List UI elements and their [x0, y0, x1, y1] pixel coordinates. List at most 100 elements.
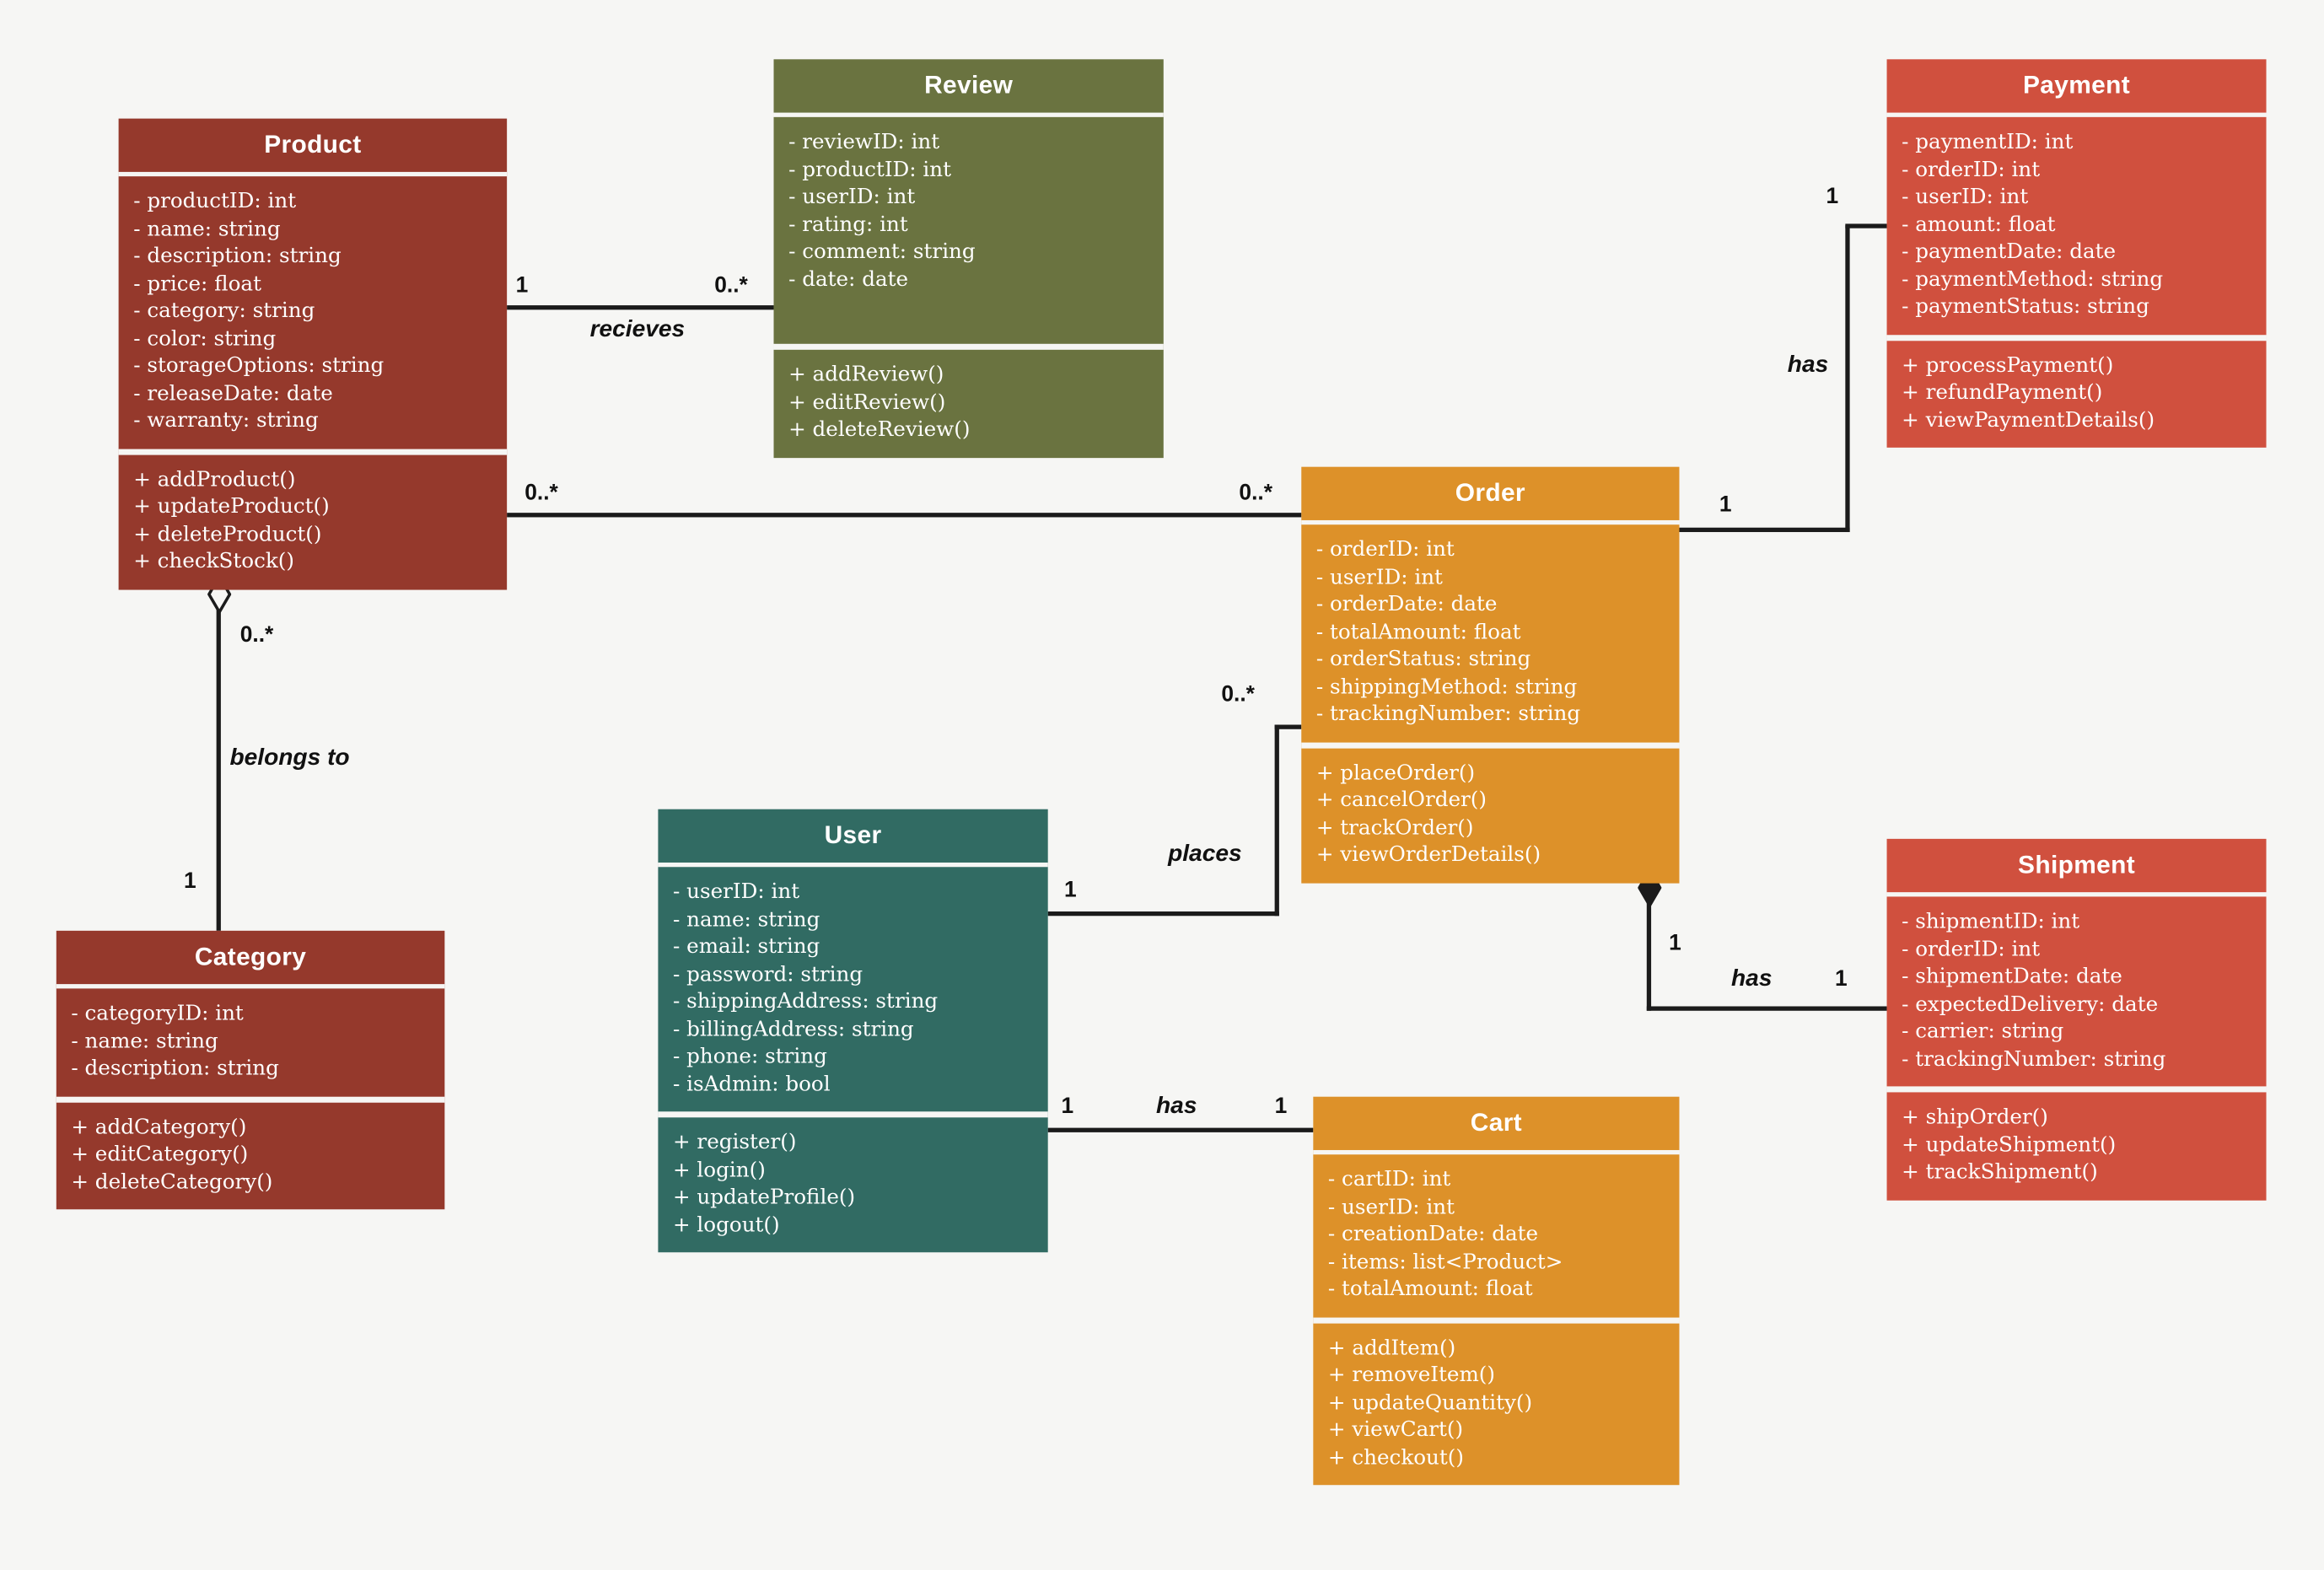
relationship-line-order-payment-segment-1 — [1679, 527, 1850, 533]
attribute: - cartID: int — [1327, 1168, 1451, 1192]
relationship-line-order-payment-segment-3 — [1845, 223, 1887, 229]
relationship-label-belongs-to: belongs to — [229, 745, 350, 772]
method: + updateShipment() — [1902, 1132, 2117, 1157]
method: + checkout() — [1327, 1445, 1465, 1470]
class-shipment-attributes: - shipmentID: int- orderID: int- shipmen… — [1886, 896, 2267, 1093]
attribute: - name: string — [133, 217, 281, 241]
method: + editReview() — [788, 390, 946, 415]
class-user-title: User — [658, 809, 1048, 868]
method: + deleteProduct() — [133, 522, 322, 546]
multiplicity-product-category-near-category: 1 — [183, 868, 196, 894]
class-category-title: Category — [56, 931, 445, 989]
class-review-title: Review — [773, 59, 1164, 117]
multiplicity-user-cart-near-user: 1 — [1061, 1094, 1074, 1120]
attribute: - totalAmount: float — [1327, 1277, 1533, 1302]
method: + updateQuantity() — [1327, 1390, 1533, 1415]
class-review-attributes: - reviewID: int- productID: int- userID:… — [773, 117, 1164, 350]
multiplicity-order-shipment-near-order: 1 — [1669, 930, 1681, 956]
class-order-title: Order — [1301, 467, 1680, 525]
class-shipment-title: Shipment — [1886, 839, 2267, 897]
method: + updateProfile() — [672, 1186, 856, 1210]
multiplicity-product-order-near-product: 0..* — [525, 480, 558, 506]
attribute: - email: string — [672, 935, 820, 960]
method: + shipOrder() — [1902, 1105, 2048, 1130]
attribute: - amount: float — [1902, 212, 2056, 237]
relationship-label-user-cart-has: has — [1156, 1094, 1197, 1120]
relationship-line-order-shipment-segment-1 — [1646, 901, 1652, 1011]
method: + trackShipment() — [1902, 1160, 2098, 1185]
attribute: - paymentStatus: string — [1902, 294, 2149, 319]
method: + addCategory() — [71, 1115, 247, 1139]
attribute: - name: string — [71, 1029, 218, 1053]
attribute: - password: string — [672, 962, 863, 987]
attribute: - orderID: int — [1902, 158, 2041, 182]
method: + deleteCategory() — [71, 1169, 273, 1194]
class-payment: Payment - paymentID: int - orderID: int - … — [1886, 59, 2267, 448]
attribute: - orderStatus: string — [1315, 648, 1531, 672]
attribute: - totalAmount: float — [1315, 620, 1521, 644]
class-cart-title: Cart — [1313, 1097, 1680, 1155]
attribute: - comment: string — [788, 239, 976, 264]
attribute: - color: string — [133, 326, 277, 351]
multiplicity-user-cart-near-cart: 1 — [1274, 1094, 1288, 1120]
relationship-label-order-payment-has: has — [1787, 352, 1829, 379]
relationship-line-user-order-segment-2 — [1274, 724, 1279, 917]
attribute: - billingAddress: string — [672, 1017, 914, 1041]
relationship-label-recieves: recieves — [589, 317, 686, 343]
class-review: Review - reviewID: int - productID: int - … — [773, 59, 1164, 458]
attribute: - productID: int — [133, 189, 297, 214]
class-payment-title: Payment — [1886, 59, 2267, 117]
attribute: - items: list<Product> — [1327, 1250, 1563, 1274]
multiplicity-product-order-near-order: 0..* — [1239, 480, 1273, 506]
relationship-line-product-review — [507, 305, 774, 310]
method: + addProduct() — [133, 467, 296, 492]
attribute: - userID: int — [1327, 1195, 1455, 1219]
relationship-line-order-shipment-segment-2 — [1646, 1006, 1887, 1011]
attribute: - name: string — [672, 907, 820, 932]
method: + login() — [672, 1158, 766, 1182]
attribute: - creationDate: date — [1327, 1223, 1539, 1247]
attribute: - paymentMethod: string — [1902, 267, 2164, 292]
attribute: - releaseDate: date — [133, 381, 333, 406]
attribute: - orderID: int — [1315, 538, 1455, 562]
method: + trackOrder() — [1315, 815, 1474, 840]
attribute: - reviewID: int — [788, 130, 940, 154]
multiplicity-user-order-near-order: 0..* — [1221, 681, 1255, 707]
class-user-attributes: - userID: int- name: string - email: stri… — [658, 867, 1048, 1118]
attribute: - carrier: string — [1902, 1019, 2064, 1044]
attribute: - description: string — [71, 1057, 279, 1081]
multiplicity-product-review-near-product: 1 — [515, 272, 529, 298]
relationship-line-order-payment-segment-2 — [1845, 225, 1850, 533]
attribute: - date: date — [788, 267, 909, 292]
attribute: - orderID: int — [1902, 937, 2041, 961]
method: + checkStock() — [133, 550, 294, 574]
multiplicity-user-order-near-user: 1 — [1064, 877, 1077, 903]
attribute: - description: string — [133, 245, 342, 269]
attribute: - warranty: string — [133, 409, 319, 433]
method: + refundPayment() — [1902, 380, 2103, 405]
relationship-line-user-order-segment-3 — [1274, 724, 1302, 729]
attribute: - paymentDate: date — [1902, 239, 2117, 264]
attribute: - paymentID: int — [1902, 130, 2074, 154]
attribute: - phone: string — [672, 1045, 827, 1069]
class-product-attributes: - productID: int - name: string - descript… — [118, 176, 508, 454]
attribute: - category: string — [133, 299, 315, 324]
multiplicity-order-shipment-near-shipment: 1 — [1835, 966, 1848, 992]
method: + viewOrderDetails() — [1315, 843, 1541, 868]
class-user-methods: + register()+ login()+ updateProfile()+ … — [658, 1117, 1047, 1252]
multiplicity-product-review-near-review: 0..* — [714, 272, 748, 298]
method: + updateProduct() — [133, 495, 330, 519]
attribute: - productID: int — [788, 158, 952, 182]
class-cart-attributes: - cartID: int - userID: int - creationDate… — [1313, 1154, 1680, 1323]
class-order-attributes: - orderID: int- userID: int- orderDate: … — [1301, 524, 1680, 748]
attribute: - trackingNumber: string — [1315, 702, 1581, 727]
method: + deleteReview() — [788, 417, 971, 442]
relationship-label-order-shipment-has: has — [1730, 966, 1773, 992]
attribute: - shippingMethod: string — [1315, 675, 1578, 699]
attribute: - userID: int — [672, 880, 800, 905]
class-cart: Cart - cartID: int - userID: int - creatio… — [1313, 1096, 1680, 1486]
attribute: - shipmentID: int — [1902, 910, 2080, 934]
relationship-label-places: places — [1168, 841, 1242, 868]
method: + removeItem() — [1327, 1363, 1495, 1388]
method: + logout() — [672, 1212, 780, 1237]
